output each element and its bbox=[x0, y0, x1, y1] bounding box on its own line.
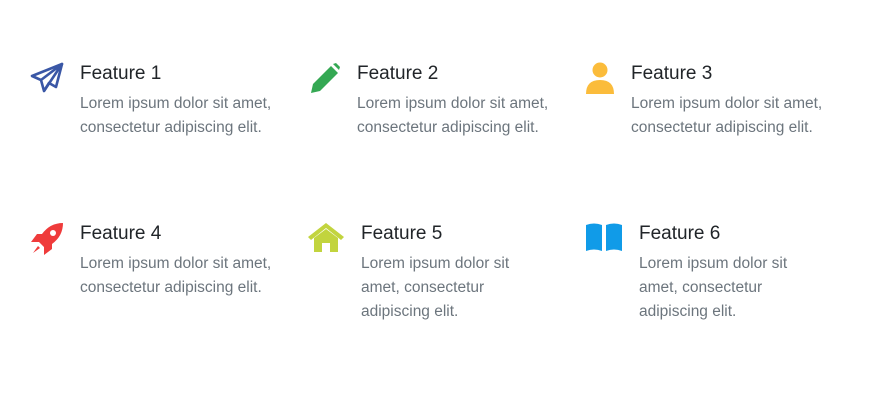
feature-text: Feature 6 Lorem ipsum dolor sit amet, co… bbox=[639, 222, 804, 324]
feature-description: Lorem ipsum dolor sit amet, consectetur … bbox=[631, 95, 823, 136]
feature-title: Feature 6 bbox=[639, 223, 721, 244]
feature-text: Feature 5 Lorem ipsum dolor sit amet, co… bbox=[361, 222, 526, 324]
feature-description: Lorem ipsum dolor sit amet, consectetur … bbox=[639, 255, 788, 320]
home-icon bbox=[308, 223, 344, 252]
rocket-icon bbox=[31, 223, 63, 255]
user-icon bbox=[586, 62, 614, 94]
feature-text: Feature 2 Lorem ipsum dolor sit amet, co… bbox=[357, 62, 587, 140]
feature-text: Feature 1 Lorem ipsum dolor sit amet, co… bbox=[80, 62, 285, 140]
feature-title: Feature 3 bbox=[631, 63, 713, 84]
pencil-icon bbox=[311, 63, 340, 93]
feature-item: Feature 1 Lorem ipsum dolor sit amet, co… bbox=[30, 62, 285, 140]
feature-description: Lorem ipsum dolor sit amet, consectetur … bbox=[80, 95, 272, 136]
feature-text: Feature 3 Lorem ipsum dolor sit amet, co… bbox=[631, 62, 841, 140]
paper-plane-icon bbox=[30, 62, 64, 93]
book-icon bbox=[586, 223, 622, 251]
feature-item: Feature 2 Lorem ipsum dolor sit amet, co… bbox=[307, 62, 587, 140]
feature-text: Feature 4 Lorem ipsum dolor sit amet, co… bbox=[80, 222, 285, 300]
feature-item: Feature 4 Lorem ipsum dolor sit amet, co… bbox=[30, 222, 285, 300]
feature-title: Feature 5 bbox=[361, 223, 443, 244]
feature-item: Feature 6 Lorem ipsum dolor sit amet, co… bbox=[585, 222, 804, 324]
feature-description: Lorem ipsum dolor sit amet, consectetur … bbox=[357, 95, 549, 136]
feature-item: Feature 5 Lorem ipsum dolor sit amet, co… bbox=[307, 222, 526, 324]
feature-title: Feature 1 bbox=[80, 63, 162, 84]
feature-description: Lorem ipsum dolor sit amet, consectetur … bbox=[361, 255, 510, 320]
feature-title: Feature 4 bbox=[80, 223, 162, 244]
feature-item: Feature 3 Lorem ipsum dolor sit amet, co… bbox=[585, 62, 841, 140]
feature-title: Feature 2 bbox=[357, 63, 439, 84]
feature-description: Lorem ipsum dolor sit amet, consectetur … bbox=[80, 255, 272, 296]
